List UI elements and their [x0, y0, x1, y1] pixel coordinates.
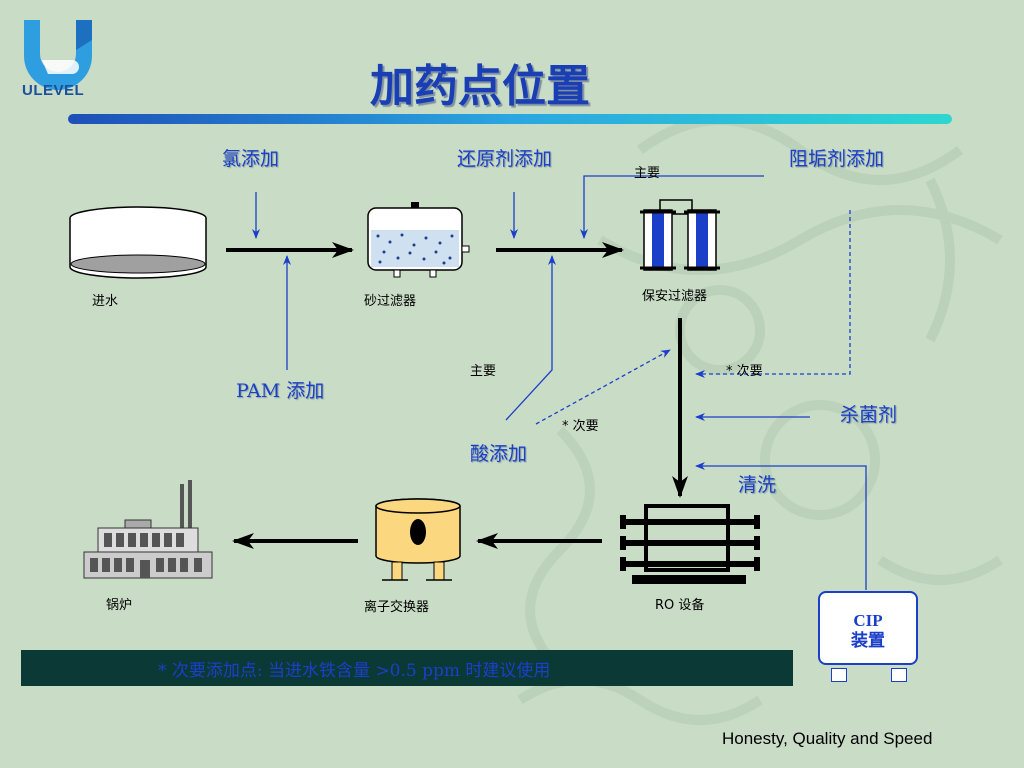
ion-exchanger-icon	[375, 498, 461, 581]
cip-label: CIP	[853, 611, 883, 630]
inlet-label: 进水	[92, 294, 119, 309]
footer-slogan: Honesty, Quality and Speed	[722, 729, 933, 748]
biocide-label: 杀菌剂	[840, 404, 898, 426]
page-title: 加药点位置	[370, 61, 590, 112]
pam-label: PAM 添加	[236, 380, 325, 402]
reducer-main-line	[580, 175, 764, 239]
cip-foot-left	[831, 668, 847, 682]
antiscalant-label: 阻垢剂添加	[789, 148, 885, 170]
ro-label: RO 设备	[655, 598, 705, 613]
note-bar	[21, 650, 793, 686]
acid-main-label: 主要	[470, 364, 497, 379]
cip-label-2: 装置	[851, 631, 885, 650]
ro-unit-icon	[620, 504, 760, 584]
antiscalant-minor-line	[695, 210, 851, 378]
sand-filter-label: 砂过滤器	[364, 294, 417, 309]
cleaning-label: 清洗	[738, 474, 777, 496]
sand-filter-icon	[367, 202, 470, 278]
logo-text: ULEVEL	[22, 82, 85, 99]
acid-minor-label: * 次要	[562, 419, 599, 434]
antiscalant-minor-label: * 次要	[726, 364, 763, 379]
chlorine-label: 氯添加	[222, 148, 280, 170]
security-filter-icon	[640, 199, 720, 271]
ion-exchanger-label: 离子交换器	[364, 600, 430, 615]
boiler-icon	[83, 480, 213, 579]
inlet-tank-icon	[69, 206, 207, 279]
boiler-label: 锅炉	[106, 598, 133, 613]
note-text: * 次要添加点: 当进水铁含量 >0.5 ppm 时建议使用	[158, 661, 551, 681]
reducer-main-label: 主要	[634, 166, 661, 181]
cip-return-line	[695, 462, 867, 590]
reducer-label: 还原剂添加	[457, 148, 553, 170]
security-filter-label: 保安过滤器	[642, 289, 708, 304]
ulevel-logo	[24, 20, 92, 90]
cip-foot-right	[891, 668, 907, 682]
acid-minor-line	[535, 349, 671, 425]
cip-unit: CIP 装置	[818, 591, 918, 665]
acid-label: 酸添加	[470, 443, 528, 465]
title-underline	[68, 114, 952, 124]
acid-main-line	[505, 255, 556, 421]
